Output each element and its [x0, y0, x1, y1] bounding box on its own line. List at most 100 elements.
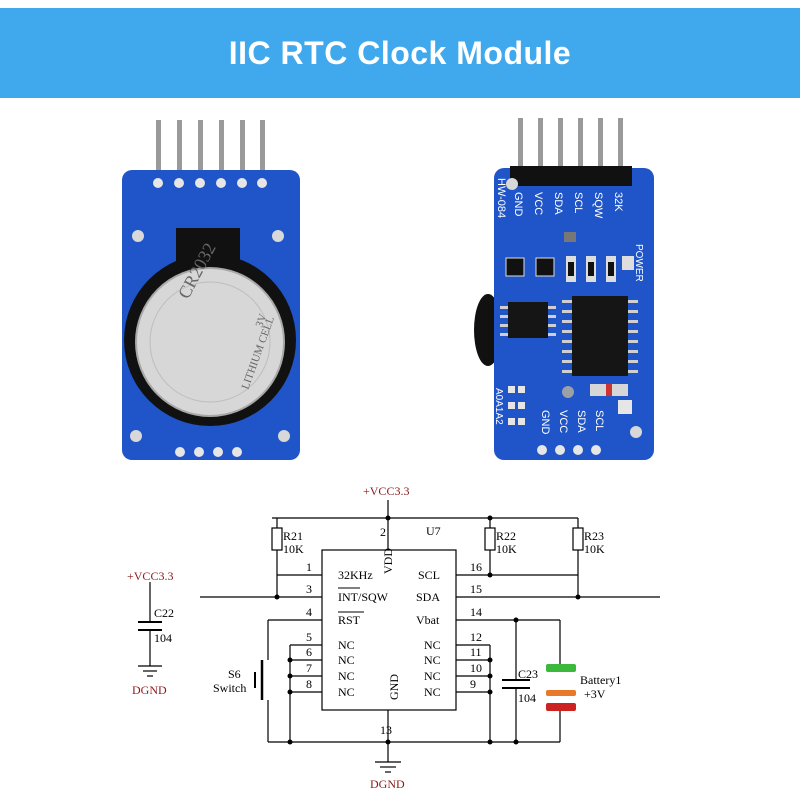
pin-number: 1 [306, 560, 312, 574]
bottom-pin-label-sda: SDA [575, 410, 587, 433]
back-top-pin-labels: 32K SQW SCL SDA VCC GND [512, 192, 624, 219]
front-bottom-pads [175, 447, 242, 457]
front-header-pins [156, 120, 265, 182]
bottom-pin-label-vcc: VCC [557, 410, 569, 433]
switch-name: Switch [213, 681, 246, 695]
pin-name: NC [338, 685, 355, 699]
pin-13-number: 13 [380, 723, 392, 737]
pin-name: NC [338, 653, 355, 667]
vcc-left-label: +VCC3.3 [127, 569, 173, 583]
power-label: POWER [633, 244, 644, 282]
eeprom-chip [500, 302, 556, 338]
pin-number: 11 [470, 645, 482, 659]
pin-label-sqw: SQW [592, 192, 604, 219]
pin-number: 10 [470, 661, 482, 675]
r22-resistor [484, 527, 496, 551]
pin-name: 32KHz [338, 568, 373, 582]
pin-name: NC [424, 685, 441, 699]
chip-ref: U7 [426, 524, 441, 538]
front-mount-hole [278, 430, 290, 442]
pin-label-vcc: VCC [532, 192, 544, 215]
addr-label: A0A1A2 [493, 388, 504, 425]
r23-resistor [572, 527, 584, 551]
pin-number: 5 [306, 630, 312, 644]
pin-number: 12 [470, 630, 482, 644]
rtc-ic-body [321, 549, 457, 711]
pin-label-sda: SDA [552, 192, 564, 215]
front-module: CR2032 LITHIUM CELL 3V [122, 120, 300, 460]
back-smd-component [618, 400, 632, 414]
back-test-point [562, 386, 574, 398]
rtc-chip [562, 296, 638, 376]
battery-ref: Battery1 [580, 673, 621, 687]
pin-name: INT/SQW [338, 590, 389, 604]
bottom-pin-label-scl: SCL [593, 410, 605, 431]
back-header-pins [518, 118, 623, 170]
back-bottom-pin-labels: SCL SDA VCC GND [539, 410, 605, 435]
pin-name: RST [338, 613, 361, 627]
coin-cell-battery [135, 267, 285, 417]
r22-ref: R22 [496, 529, 516, 543]
r21-ref: R21 [283, 529, 303, 543]
diode-band [606, 384, 612, 396]
pin-number: 16 [470, 560, 482, 574]
vcc-top-label: +VCC3.3 [363, 484, 409, 498]
chip-gnd-label: GND [387, 674, 401, 700]
c22-ref: C22 [154, 606, 174, 620]
pin-name: NC [338, 638, 355, 652]
pin-number: 15 [470, 582, 482, 596]
c22-value: 104 [154, 631, 172, 645]
title-banner: IIC RTC Clock Module [0, 8, 800, 98]
battery-voltage-text: 3V [254, 312, 270, 329]
back-bottom-pads [537, 445, 601, 455]
bottom-pin-label-gnd: GND [539, 410, 551, 435]
junction-dots [274, 515, 581, 745]
pin-number: 4 [306, 605, 312, 619]
pin-name: Vbat [416, 613, 440, 627]
c23-ref: C23 [518, 667, 538, 681]
switch-ref: S6 [228, 667, 241, 681]
chip-vdd-label: VDD [381, 548, 395, 574]
pin-label-gnd: GND [512, 192, 524, 217]
back-header-block [510, 166, 632, 186]
pin-name: NC [338, 669, 355, 683]
r21-resistor [271, 527, 283, 551]
dgnd-left-label: DGND [132, 683, 167, 697]
c23-value: 104 [518, 691, 536, 705]
coin-cell-ring [149, 281, 271, 403]
banner-title: IIC RTC Clock Module [228, 34, 572, 71]
back-smd-row [505, 256, 634, 282]
schematic [138, 500, 660, 773]
pin-number: 14 [470, 605, 482, 619]
r23-value: 10K [584, 542, 605, 556]
front-top-pads [153, 178, 267, 188]
front-mount-hole [130, 430, 142, 442]
pin-name: NC [424, 653, 441, 667]
pin-number: 3 [306, 582, 312, 596]
r21-value: 10K [283, 542, 304, 556]
pin-label-scl: SCL [572, 192, 584, 213]
pin-number: 9 [470, 677, 476, 691]
pin-name: NC [424, 669, 441, 683]
front-mount-hole [272, 230, 284, 242]
battery-value: +3V [584, 687, 606, 701]
addr-pads [508, 386, 525, 425]
pin-name: SDA [416, 590, 440, 604]
back-mount-hole [506, 178, 518, 190]
r22-value: 10K [496, 542, 517, 556]
board-id: HW-084 [495, 178, 507, 218]
pin-name: NC [424, 638, 441, 652]
back-mount-hole [630, 426, 642, 438]
pin-2-number: 2 [380, 525, 386, 539]
pin-number: 8 [306, 677, 312, 691]
battery1-symbol [546, 664, 576, 711]
front-mount-hole [132, 230, 144, 242]
pin-label-32k: 32K [612, 192, 624, 212]
back-smd-component [564, 232, 576, 242]
r23-ref: R23 [584, 529, 604, 543]
pin-number: 6 [306, 645, 312, 659]
pin-number: 7 [306, 661, 312, 675]
dgnd-bottom-label: DGND [370, 777, 405, 791]
back-module: HW-084 32K SQW SCL SDA VCC GND POWER [474, 118, 654, 460]
